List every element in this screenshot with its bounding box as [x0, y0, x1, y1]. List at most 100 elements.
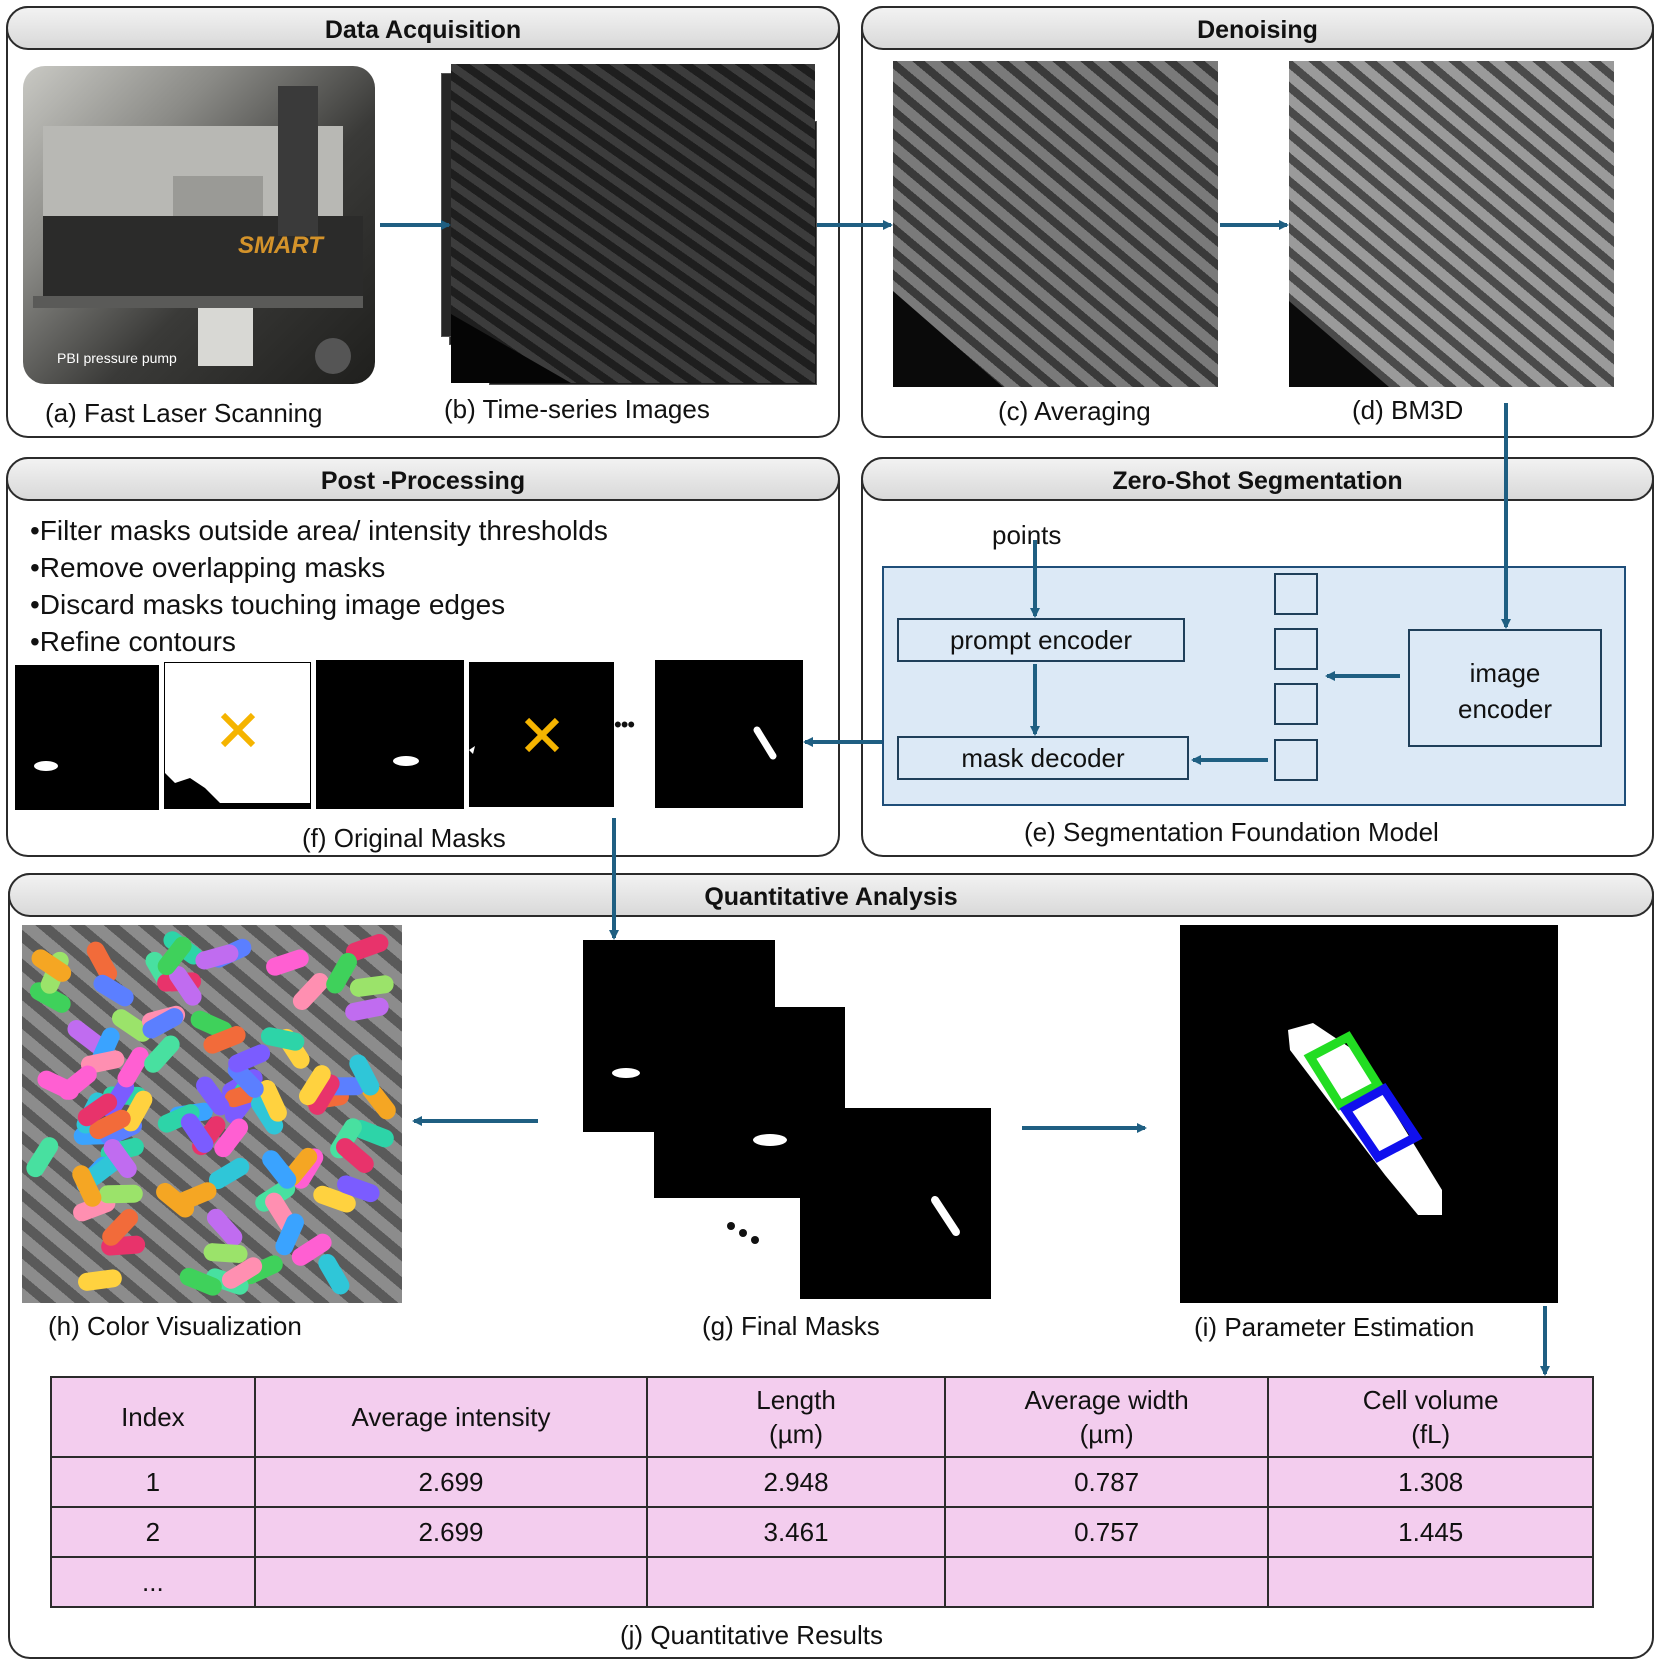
final-masks-ellipsis — [725, 1220, 765, 1255]
table-cell — [943, 1556, 1270, 1608]
cell-mask — [142, 1008, 184, 1039]
header-index: Index — [50, 1376, 256, 1458]
cell-mask — [72, 1165, 102, 1207]
microscope-photo: SMART PBI pressure pump — [23, 66, 375, 384]
cell-mask — [228, 1044, 271, 1073]
step-item: •Discard masks touching image edges — [30, 589, 506, 620]
table-cell: 1.308 — [1267, 1456, 1594, 1508]
caption-d: (d) BM3D — [1352, 395, 1464, 425]
cell-mask — [345, 997, 389, 1021]
cell-mask — [98, 1184, 143, 1204]
header-average-width: Average width(µm) — [943, 1376, 1270, 1458]
brand-label: SMART — [238, 232, 323, 259]
original-mask-3 — [316, 660, 464, 809]
table-row: ... — [50, 1556, 1594, 1608]
caption-i: (i) Parameter Estimation — [1194, 1312, 1475, 1342]
cell-mask — [258, 1080, 287, 1122]
prompt-encoder-box: prompt encoder — [897, 618, 1185, 662]
cell-mask — [260, 1027, 305, 1051]
table-cell: 0.757 — [943, 1506, 1270, 1558]
colored-cells — [26, 931, 396, 1296]
cell-mask — [78, 1269, 122, 1291]
header-length: Length(µm) — [646, 1376, 946, 1458]
cell-mask — [117, 1047, 149, 1088]
image-encoder-line2: encoder — [1458, 694, 1552, 724]
cell-mask — [180, 1113, 214, 1153]
cell-mask — [26, 1137, 59, 1178]
cell-mask — [326, 952, 357, 994]
cell-mask — [29, 982, 71, 1013]
cell-mask — [349, 975, 394, 997]
cell-mask — [89, 1109, 131, 1140]
original-mask-n — [655, 660, 803, 808]
table-cell: 2 — [50, 1506, 256, 1558]
post-processing-steps: •Filter masks outside area/ intensity th… — [30, 512, 608, 660]
caption-h: (h) Color Visualization — [48, 1311, 302, 1341]
mask-decoder-box: mask decoder — [897, 736, 1189, 780]
cell-mask — [292, 972, 329, 1010]
cell-mask — [318, 1254, 350, 1295]
cell-mask — [179, 1267, 222, 1296]
caption-j: (j) Quantitative Results — [620, 1620, 883, 1650]
cell-mask — [112, 1009, 152, 1042]
table-row: 2 2.699 3.461 0.757 1.445 — [50, 1506, 1594, 1558]
final-mask-n — [800, 1108, 991, 1299]
cell-mask — [349, 1054, 380, 1096]
cell-mask — [93, 974, 134, 1007]
cell-mask — [203, 1243, 248, 1263]
parameter-estimation-image — [1180, 925, 1558, 1303]
cell-mask — [208, 1157, 250, 1190]
cell-mask — [195, 944, 239, 970]
original-mask-1 — [15, 665, 159, 810]
cell-mask — [196, 1076, 230, 1116]
cell-mask — [298, 1065, 331, 1106]
cell-mask — [144, 1035, 180, 1073]
cell-mask — [67, 1020, 107, 1054]
cell-mask — [203, 1026, 246, 1054]
image-encoder-line1: image — [1469, 658, 1541, 688]
cell-mask — [169, 966, 202, 1006]
cell-mask — [351, 1119, 394, 1148]
step-item: •Refine contours — [30, 626, 236, 657]
table-cell: 2.699 — [253, 1456, 649, 1508]
step-item: •Filter masks outside area/ intensity th… — [30, 515, 608, 546]
cell-mask — [336, 1138, 374, 1174]
table-cell: 3.461 — [646, 1506, 946, 1558]
table-cell: 2.948 — [646, 1456, 946, 1508]
cell-mask — [337, 1175, 380, 1203]
cell-mask — [58, 1065, 97, 1100]
caption-f: (f) Original Masks — [302, 823, 506, 853]
panel-title: Post -Processing — [6, 457, 840, 501]
cell-mask — [275, 1213, 304, 1256]
step-item: •Remove overlapping masks — [30, 552, 386, 583]
panel-title: Data Acquisition — [6, 6, 840, 50]
embedding-token — [1274, 573, 1318, 615]
cell-mask — [250, 1094, 284, 1135]
table-cell: 0.787 — [943, 1456, 1270, 1508]
caption-a: (a) Fast Laser Scanning — [45, 398, 323, 428]
table-cell — [1267, 1556, 1594, 1608]
time-series-frame — [451, 64, 815, 383]
caption-c: (c) Averaging — [998, 396, 1151, 426]
color-visualization-image — [22, 925, 402, 1303]
cell-mask — [156, 1182, 195, 1218]
points-label: points — [992, 520, 1062, 550]
cell-mask — [206, 1208, 243, 1247]
panel-title: Denoising — [861, 6, 1654, 50]
table-cell: 1 — [50, 1456, 256, 1508]
table-cell — [646, 1556, 946, 1608]
caption-b: (b) Time-series Images — [444, 394, 710, 424]
panel-title: Zero-Shot Segmentation — [861, 457, 1654, 501]
cell-mask — [266, 949, 309, 976]
header-average-intensity: Average intensity — [253, 1376, 649, 1458]
cell-mask — [102, 1208, 139, 1246]
table-cell: 2.699 — [253, 1506, 649, 1558]
table-cell: 1.445 — [1267, 1506, 1594, 1558]
table-cell: ... — [50, 1556, 256, 1608]
original-mask-2-rejected — [164, 662, 311, 809]
header-cell-volume: Cell volume(fL) — [1267, 1376, 1594, 1458]
embedding-token — [1274, 683, 1318, 725]
cell-mask — [157, 1104, 200, 1133]
cell-mask — [77, 1093, 118, 1127]
